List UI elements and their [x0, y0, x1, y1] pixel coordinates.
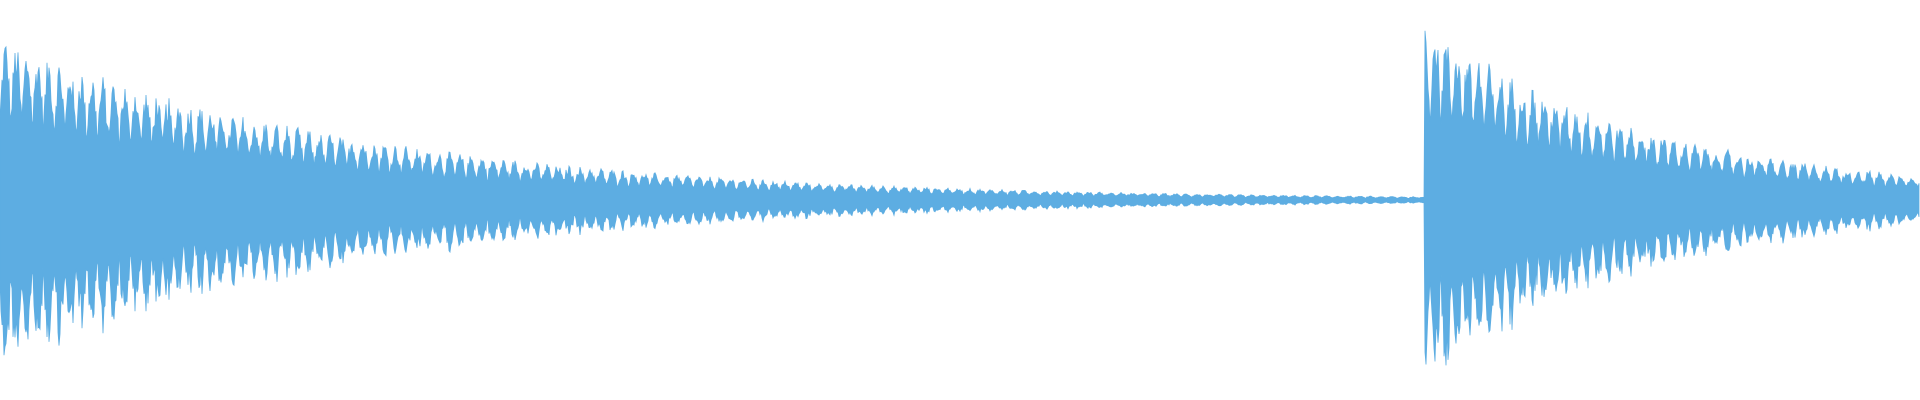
- waveform-shape: [0, 30, 1920, 366]
